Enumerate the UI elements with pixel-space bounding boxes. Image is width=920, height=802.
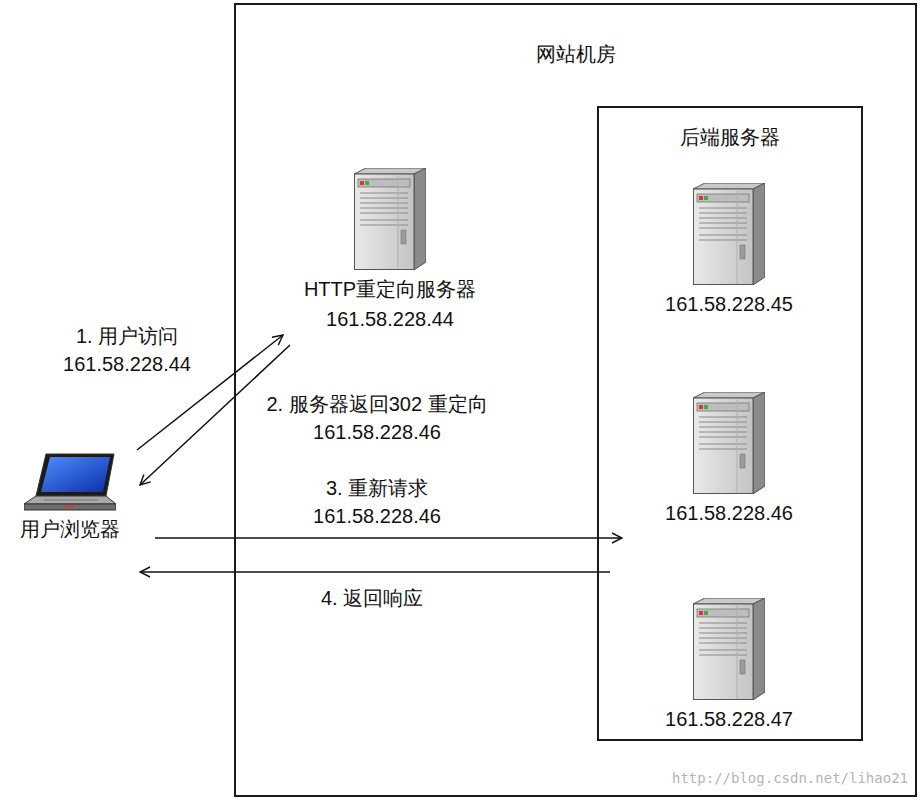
server-icon (693, 598, 765, 700)
backend-server: 161.58.228.45 (620, 183, 838, 319)
backend-group-box: 后端服务器 161.58.228.45 161.58.228.46 161.58.22… (597, 106, 863, 741)
node-label: 用户浏览器 (5, 514, 135, 544)
node-label: 161.58.228.47 (620, 704, 838, 734)
arrow-connector (140, 571, 610, 573)
group-title: 后端服务器 (599, 122, 861, 152)
server-icon (693, 392, 765, 494)
arrow-connector (155, 537, 622, 539)
backend-server: 161.58.228.47 (620, 598, 838, 734)
node-label: 161.58.228.46 (620, 498, 838, 528)
node-label: 161.58.228.44 (280, 304, 500, 334)
laptop-icon (24, 452, 116, 514)
group-title: 网站机房 (236, 39, 915, 69)
server-name: HTTP重定向服务器 (280, 274, 500, 304)
step-label: 3. 重新请求 161.58.228.46 (287, 474, 467, 530)
step-label: 4. 返回响应 (292, 584, 452, 612)
server-icon (354, 168, 426, 270)
user-browser: 用户浏览器 (5, 452, 135, 544)
step-label: 1. 用户访问 161.58.228.44 (42, 322, 212, 378)
node-label: 161.58.228.45 (620, 289, 838, 319)
redirect-server: HTTP重定向服务器161.58.228.44 (280, 168, 500, 334)
step-label: 2. 服务器返回302 重定向161.58.228.46 (252, 390, 502, 446)
backend-server: 161.58.228.46 (620, 392, 838, 528)
server-icon (693, 183, 765, 285)
watermark: http://blog.csdn.net/lihao21 (672, 770, 908, 786)
